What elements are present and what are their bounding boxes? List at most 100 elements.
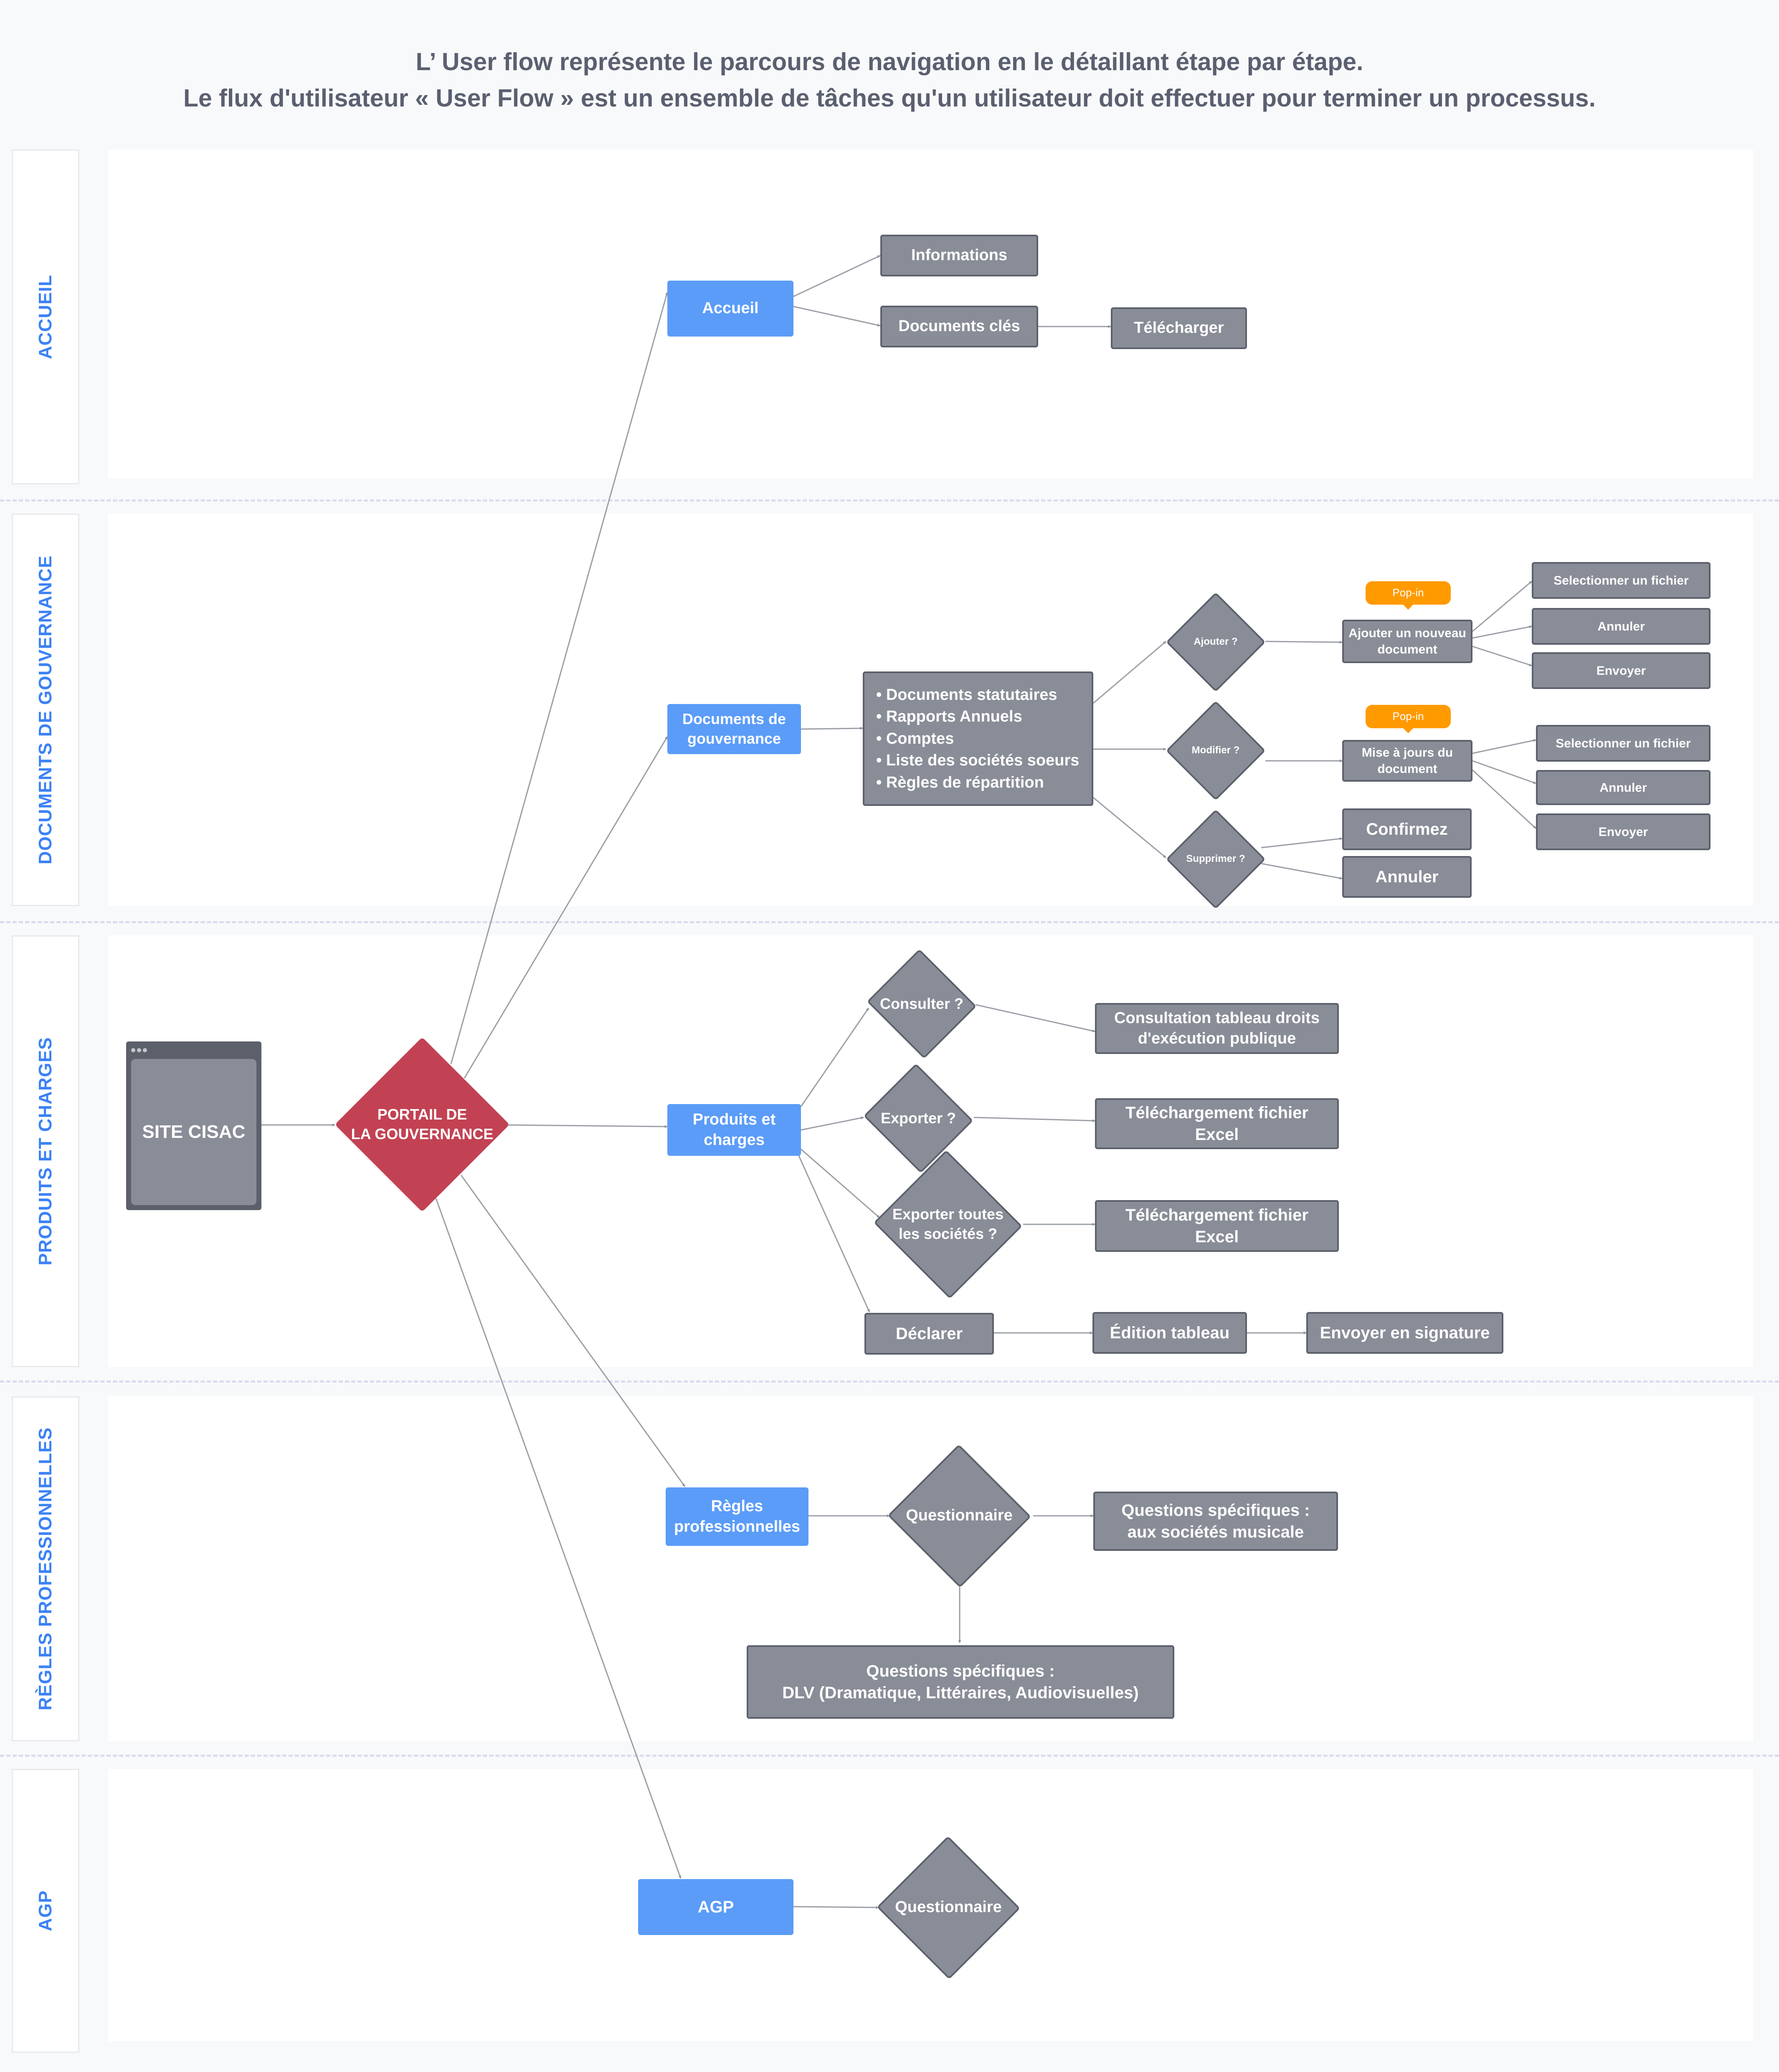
selectionner-fichier-button[interactable]: Selectionner un fichier	[1536, 725, 1711, 762]
consultation-tableau-node[interactable]: Consultation tableau droits d'exécution …	[1095, 1003, 1339, 1054]
window-dot	[137, 1048, 141, 1052]
annuler-button[interactable]: Annuler	[1536, 770, 1711, 805]
edge-produits-exporter-toutes	[801, 1148, 880, 1218]
questions-musicale-node[interactable]: Questions spécifiques : aux sociétés mus…	[1093, 1492, 1338, 1551]
docs-gouv-line-2: gouvernance	[687, 730, 781, 747]
signature-label: Envoyer en signature	[1320, 1324, 1490, 1342]
questionnaire-label: Questionnaire	[906, 1507, 1013, 1525]
edge-maj-annuler	[1472, 760, 1536, 784]
ajouter-doc-line-1: Ajouter un nouveau	[1348, 626, 1466, 640]
exporter-toutes-line-1: Exporter toutes	[892, 1206, 1004, 1223]
exporter-toutes-line-2: les sociétés ?	[898, 1225, 998, 1242]
questions-dlv-node[interactable]: Questions spécifiques : DLV (Dramatique,…	[747, 1645, 1174, 1719]
annuler-label: Annuler	[1597, 619, 1645, 633]
lane-documents-label-box: DOCUMENTS DE GOUVERNANCE	[12, 514, 79, 906]
title-line-2: Le flux d'utilisateur « User Flow » est …	[183, 84, 1596, 112]
questionnaire-regles-decision[interactable]: Questionnaire	[887, 1445, 1031, 1587]
window-dot	[131, 1048, 135, 1052]
window-dot	[143, 1048, 147, 1052]
edge-ajouter-annuler	[1472, 625, 1532, 639]
edge-exporter-telechargement	[973, 1117, 1095, 1122]
lane-regles-label-box: RÈGLES PROFESSIONNELLES	[12, 1396, 79, 1741]
consulter-label: Consulter ?	[879, 995, 963, 1012]
confirmez-button[interactable]: Confirmez	[1342, 808, 1472, 850]
documents-cles-label: Documents clés	[898, 317, 1020, 335]
portail-gouvernance-node[interactable]: PORTAIL DE LA GOUVERNANCE	[335, 1037, 509, 1212]
documents-gouvernance-node[interactable]: Documents de gouvernance	[667, 704, 801, 754]
questions-dlv-line-2: DLV (Dramatique, Littéraires, Audiovisue…	[782, 1684, 1139, 1702]
lane-separator	[0, 921, 1779, 923]
edge-produits-exporter	[801, 1116, 864, 1131]
doc-list-item: • Comptes	[876, 730, 954, 747]
regles-line-1: Règles	[711, 1497, 763, 1515]
supprimer-label: Supprimer ?	[1186, 853, 1245, 865]
questionnaire-agp-decision[interactable]: Questionnaire	[876, 1836, 1021, 1978]
selectionner-label: Selectionner un fichier	[1556, 736, 1691, 750]
consultation-line-1: Consultation tableau droits	[1114, 1009, 1320, 1027]
ajouter-document-node[interactable]: Ajouter un nouveau document	[1342, 620, 1472, 663]
questions-musicale-line-1: Questions spécifiques :	[1121, 1501, 1310, 1520]
popin-label: Pop-in	[1392, 710, 1424, 723]
informations-node[interactable]: Informations	[880, 235, 1038, 276]
declarer-node[interactable]: Déclarer	[864, 1313, 994, 1355]
selectionner-fichier-button[interactable]: Selectionner un fichier	[1532, 562, 1711, 599]
consultation-line-2: d'exécution publique	[1138, 1030, 1296, 1047]
edge-accueil-documents-cles	[793, 306, 881, 327]
declarer-label: Déclarer	[895, 1325, 963, 1343]
edge-portail-docs	[464, 736, 668, 1079]
documents-cles-node[interactable]: Documents clés	[880, 306, 1038, 347]
edition-label: Édition tableau	[1110, 1324, 1230, 1342]
edge-produits-declarer	[798, 1155, 870, 1312]
edge-ajouter-doc	[1265, 641, 1343, 644]
edge-list-supprimer	[1093, 797, 1166, 859]
telechargement-excel-toutes-node[interactable]: Téléchargement fichier Excel	[1095, 1200, 1339, 1252]
doc-list-item: • Liste des sociétés soeurs	[876, 752, 1080, 770]
envoyer-signature-node[interactable]: Envoyer en signature	[1306, 1312, 1503, 1354]
questions-musicale-line-2: aux sociétés musicale	[1127, 1523, 1304, 1541]
envoyer-button[interactable]: Envoyer	[1532, 652, 1711, 689]
lane-separator	[0, 1755, 1779, 1757]
exporter-toutes-decision[interactable]: Exporter toutes les sociétés ?	[872, 1152, 1024, 1297]
consulter-decision[interactable]: Consulter ?	[864, 951, 979, 1056]
popin-pointer	[1402, 727, 1414, 733]
confirmez-label: Confirmez	[1366, 820, 1448, 838]
site-cisac-window[interactable]: SITE CISAC	[126, 1041, 261, 1210]
maj-document-node[interactable]: Mise à jours du document	[1342, 740, 1472, 782]
agp-label: AGP	[697, 1898, 734, 1916]
edge-ajouter-selectionner	[1472, 580, 1532, 632]
produits-charges-node[interactable]: Produits et charges	[667, 1104, 801, 1156]
supprimer-decision[interactable]: Supprimer ?	[1166, 809, 1265, 909]
doc-list-item: • Rapports Annuels	[876, 708, 1022, 726]
document-list-node[interactable]: • Documents statutaires • Rapports Annue…	[863, 671, 1093, 806]
envoyer-label: Envoyer	[1596, 664, 1646, 678]
doc-list-item: • Documents statutaires	[876, 686, 1057, 704]
docs-gouv-line-1: Documents de	[682, 710, 786, 728]
telechargement-line-1: Téléchargement fichier	[1125, 1206, 1308, 1224]
telechargement-line-2: Excel	[1195, 1228, 1239, 1246]
ajouter-decision[interactable]: Ajouter ?	[1166, 592, 1265, 692]
edition-tableau-node[interactable]: Édition tableau	[1092, 1312, 1247, 1354]
edge-produits-consulter	[800, 1008, 869, 1107]
telecharger-label: Télécharger	[1134, 319, 1224, 337]
site-cisac-label: SITE CISAC	[131, 1059, 256, 1205]
portail-line-1: PORTAIL DE	[377, 1106, 467, 1123]
lane-accueil-label-box: ACCUEIL	[12, 149, 79, 484]
edge-supprimer-confirmez	[1261, 837, 1343, 849]
agp-node[interactable]: AGP	[638, 1879, 793, 1935]
annuler-suppression-button[interactable]: Annuler	[1342, 856, 1472, 898]
envoyer-button[interactable]: Envoyer	[1536, 813, 1711, 850]
annuler-label: Annuler	[1599, 780, 1647, 795]
produits-line-2: charges	[704, 1131, 765, 1149]
exporter-decision[interactable]: Exporter ?	[861, 1066, 976, 1171]
annuler-label: Annuler	[1375, 868, 1439, 886]
regles-professionnelles-node[interactable]: Règles professionnelles	[666, 1487, 808, 1546]
annuler-button[interactable]: Annuler	[1532, 608, 1711, 645]
modifier-decision[interactable]: Modifier ?	[1166, 701, 1265, 800]
edge-accueil-informations	[793, 255, 881, 297]
envoyer-label: Envoyer	[1598, 825, 1648, 839]
telecharger-node[interactable]: Télécharger	[1111, 307, 1247, 349]
produits-line-1: Produits et	[692, 1110, 776, 1128]
edge-ajouter-envoyer	[1472, 646, 1532, 666]
telechargement-excel-node[interactable]: Téléchargement fichier Excel	[1095, 1098, 1339, 1149]
accueil-node[interactable]: Accueil	[667, 281, 793, 337]
